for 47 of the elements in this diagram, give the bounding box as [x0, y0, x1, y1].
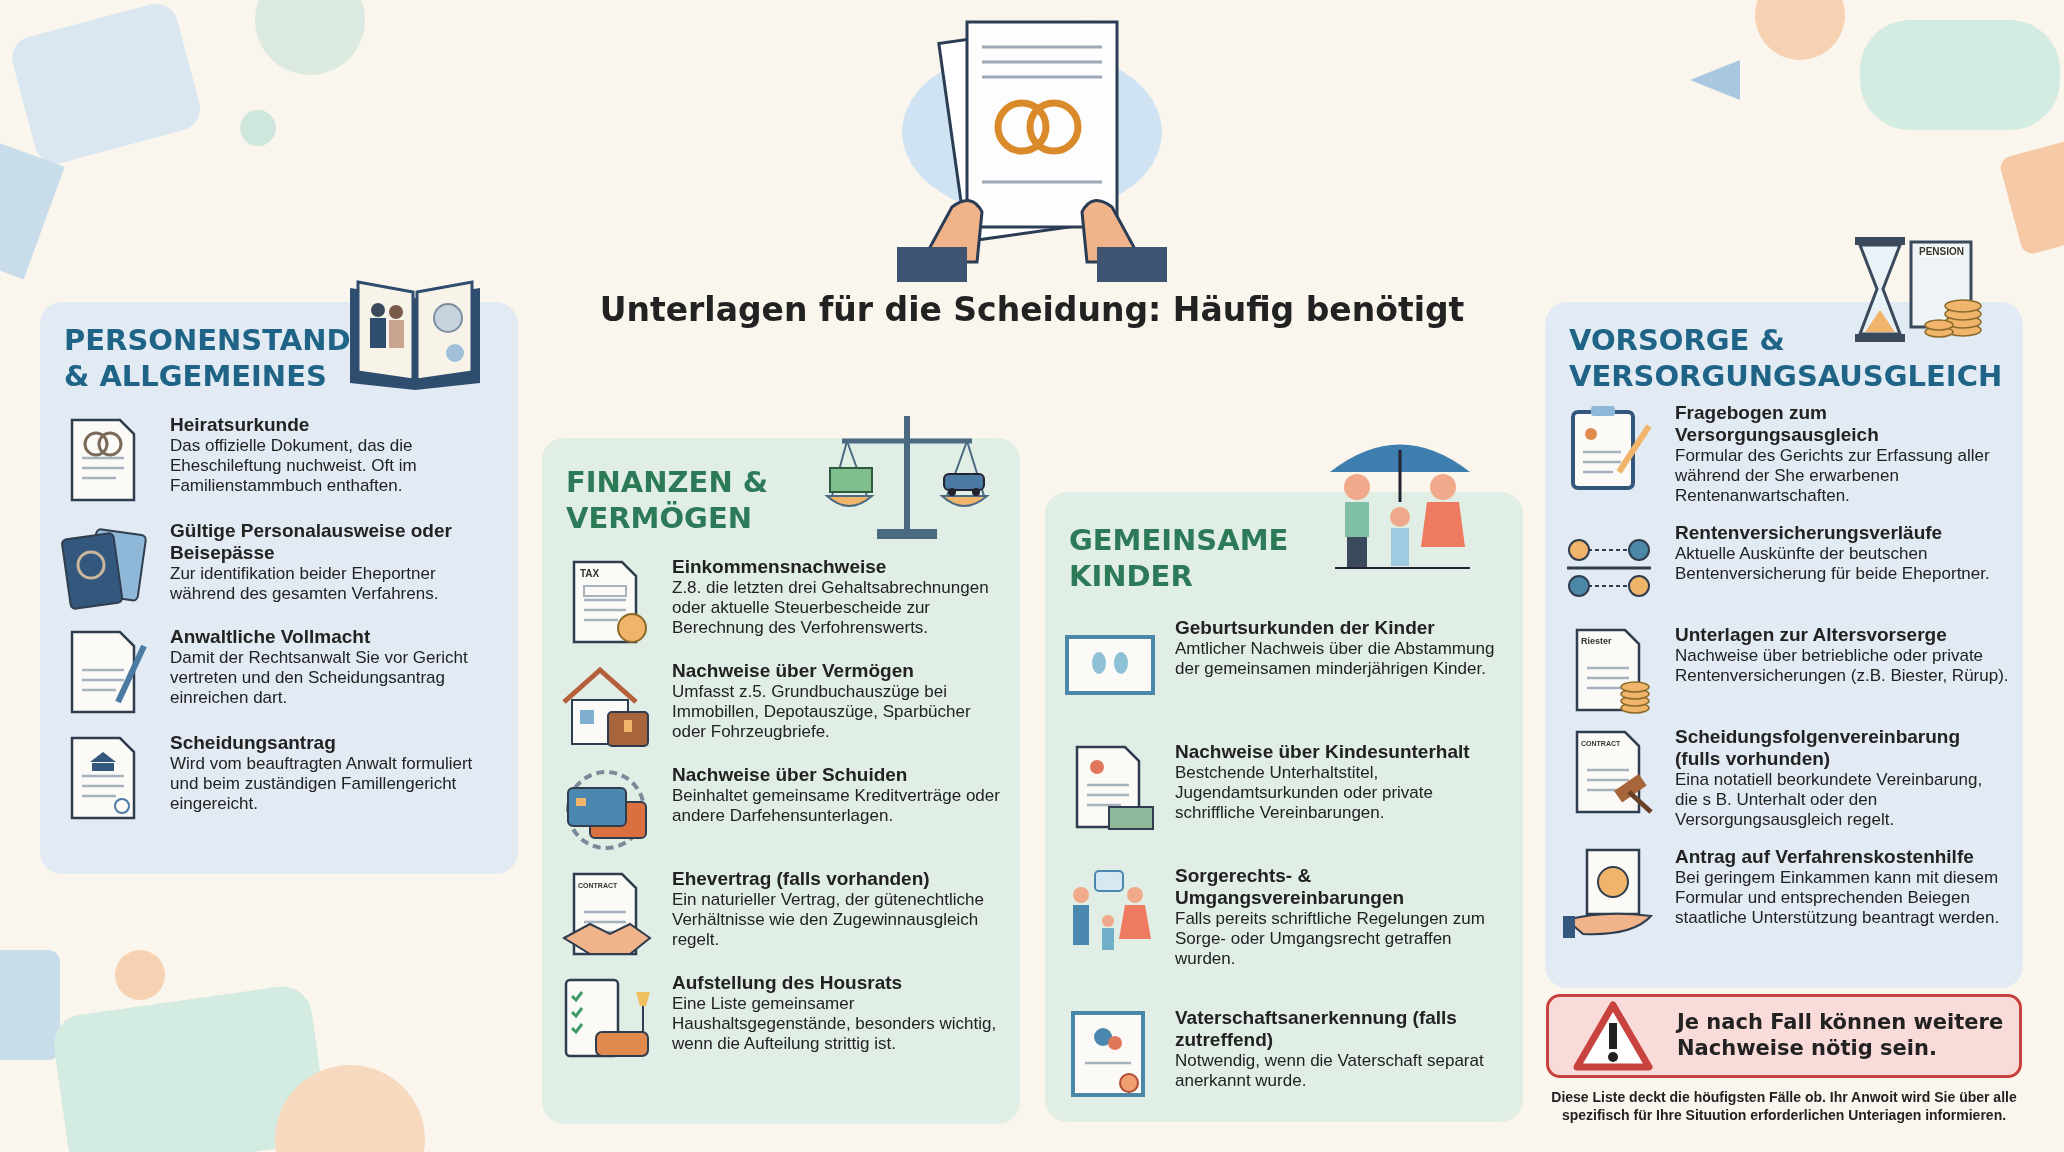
item-heading: Nachweise über Schuiden	[672, 764, 909, 786]
item-description: Amtlicher Nachweis über die Abstammung der gemeinsamen minderjährigen Kinder.	[1175, 639, 1496, 679]
item-description: Wird vom beauftragten Anwalt formuliert und beim zuständigen Famillengericht eingereicht.	[170, 754, 474, 814]
item-heading: Sorgerechts- & Umgangsvereinbarungen	[1175, 865, 1406, 909]
item-heading: Antrag auf Verfahrenskostenhilfe	[1675, 846, 1975, 868]
item-description: Z.8. die letzten drei Gehaltsabrechnungen oder aktuelle Steuerbescheide zur Berechnung des Verfohrenswerts.	[672, 578, 990, 638]
item-description: Zur identifikation beider Eheportner während des gesamten Verfahrens.	[170, 564, 440, 604]
item-heading: Nachweise über Kindesunterhalt	[1175, 741, 1471, 763]
item-heading: Aufstellung des Housrats	[672, 972, 904, 994]
item-heading: Vaterschaftsanerkennung (falls zutreffend)	[1175, 1007, 1458, 1051]
item-description: Damit der Rechtsanwalt Sie vor Gericht vertreten und den Scheidungsantrag einreichen dart.	[170, 648, 469, 708]
panel-heading: VORSORGE & VERSORGUNGSAUSGLEICH	[1569, 322, 2004, 394]
item-heading: Scheidungsfolgenvereinbarung (fulls vorhunden)	[1675, 726, 1962, 770]
item-description: Ein naturieller Vertrag, der gütenechtliche Verhältnisse wie den Zugewinnausgleich regelt.	[672, 890, 985, 950]
item-description: Falls pereits schriftliche Regelungen zum Sorge- oder Umgangsrecht getraffen wurden.	[1175, 909, 1486, 969]
item-heading: Fragebogen zum Versorgungsausgleich	[1675, 402, 1880, 446]
icon-caption: Riester	[1581, 636, 1612, 647]
item-heading: Rentenversicherungsverläufe	[1675, 522, 1944, 544]
footnote: Diese Liste deckt die höufigsten Fälle ob. Ihr Anwoit wird Sie über alle spezifisch für Ihre Situution erforderlichen Unteriagen informieren.	[1550, 1088, 2018, 1124]
page-title: Unterlagen für die Scheidung: Häufig benötigt	[598, 290, 1466, 329]
item-heading: Unterlagen zur Altersvorserge	[1675, 624, 1948, 646]
item-heading: Einkommensnachweise	[672, 556, 888, 578]
item-description: Bestchende Unterhaltstitel, Jugendamtsurkunden oder private schriffliche Vereinbarungen.	[1175, 763, 1434, 823]
item-description: Umfasst z.5. Grundbuchauszüge bei Immobillen, Depotauszüge, Sparbücher oder Fohrzeugbriefe.	[672, 682, 972, 742]
item-description: Das offizielle Dokument, das die Eheschileftung nuchweist. Oft im Familienstammbuch enthaften.	[170, 436, 418, 496]
item-heading: Nachweise über Vermögen	[672, 660, 915, 682]
item-description: Bei geringem Einkammen kann mit diesem Formular und entsprechenden Beiegen staatliche Unterstützung beantragt werden.	[1675, 868, 2001, 928]
panel-heading: GEMEINSAME KINDER	[1069, 522, 1290, 594]
icon-caption: PENSION	[1919, 246, 1964, 257]
item-heading: Anwaltliche Vollmacht	[170, 626, 372, 648]
icon-caption: TAX	[580, 568, 600, 579]
warning-text: Je nach Fall können weitere Nachweise nötig sein.	[1677, 1009, 2005, 1061]
item-heading: Geburtsurkunden der Kinder	[1175, 617, 1436, 639]
panel-heading: FINANZEN & VERMÖGEN	[566, 464, 770, 536]
item-description: Nachweise über betriebliche oder private Rentenversicherungen (z.B. Biester, Rürup).	[1675, 646, 2009, 686]
item-description: Formular des Gerichts zur Erfassung aller während der She erwarbenen Rentenanwartschaften.	[1675, 446, 1991, 506]
item-heading: Heiratsurkunde	[170, 414, 311, 436]
item-heading: Scheidungsantrag	[170, 732, 337, 754]
item-description: Aktuelle Auskünfte der beutschen Bentenversicherung für beide Eheportner.	[1675, 544, 1991, 584]
item-description: Eine Liste gemeinsamer Haushaltsgegenstände, besonders wichtig, wenn die Aufteilung strittig ist.	[672, 994, 998, 1054]
item-heading: Ehevertrag (falls vorhanden)	[672, 868, 931, 890]
item-description: Eina notatiell beorkundete Vereinbarung, die s B. Unterhalt oder den Versorgungsausgleich regelt.	[1675, 770, 1984, 830]
item-heading: Gültige Personalausweise oder Beisepässe	[170, 520, 453, 564]
warning-box	[1546, 994, 2022, 1078]
item-description: Notwendig, wenn die Vaterschaft separat anerkannt wurde.	[1175, 1051, 1485, 1091]
panel-heading: PERSONENSTAND & ALLGEMEINES	[64, 322, 352, 394]
item-description: Beinhaltet gemeinsame Kreditverträge oder andere Darfehensunterlagen.	[672, 786, 1001, 826]
